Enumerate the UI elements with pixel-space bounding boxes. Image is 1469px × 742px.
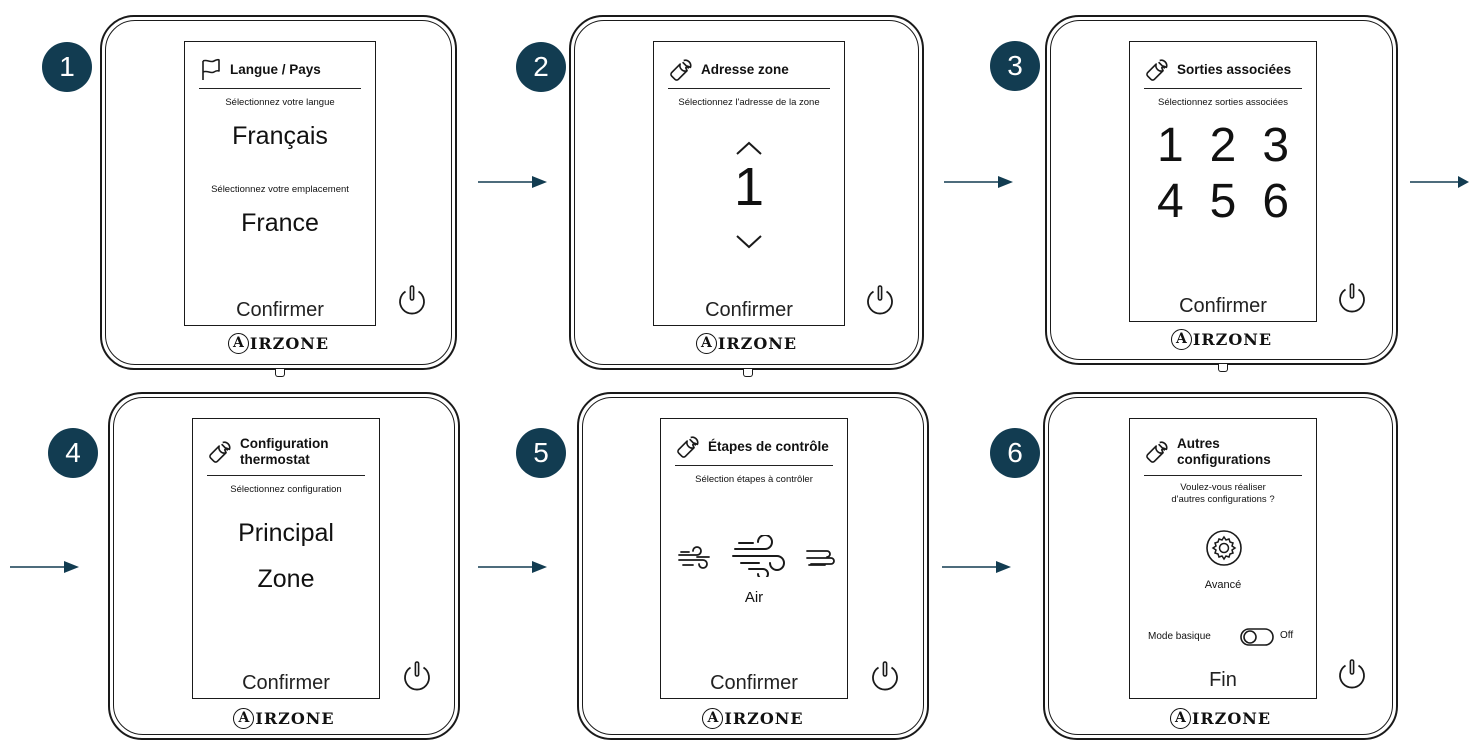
- confirm-button[interactable]: Confirmer: [705, 299, 793, 321]
- thermostat-device: Adresse zone Sélectionnez l'adresse de l…: [569, 15, 924, 377]
- screen-header: Configuration thermostat: [207, 429, 365, 476]
- outputs-grid: 1 2 3 4 5 6: [1144, 118, 1302, 230]
- basic-mode-label: Mode basique: [1148, 631, 1211, 642]
- screen: Configuration thermostat Sélectionnez co…: [192, 418, 380, 699]
- power-icon[interactable]: [868, 659, 902, 693]
- wind-low-icon[interactable]: [677, 545, 713, 571]
- thermostat-device: Langue / Pays Sélectionnez votre langue …: [100, 15, 457, 377]
- step-number-badge: 1: [42, 42, 92, 92]
- thermostat-device: Autres configurations Voulez-vous réalis…: [1043, 392, 1398, 740]
- screen-title: Configuration thermostat: [240, 436, 329, 467]
- confirm-button[interactable]: Confirmer: [242, 672, 330, 694]
- power-icon[interactable]: [400, 659, 434, 693]
- step-number-badge: 5: [516, 428, 566, 478]
- screen-header: Autres configurations: [1144, 429, 1302, 476]
- zone-address-prompt: Sélectionnez l'adresse de la zone: [678, 97, 820, 108]
- screen-header: Sorties associées: [1144, 52, 1302, 89]
- step-number-badge: 4: [48, 428, 98, 478]
- thermostat-device: Étapes de contrôle Sélection étapes à co…: [577, 392, 929, 740]
- configuration-option-principal[interactable]: Principal: [238, 519, 334, 547]
- output-6-button[interactable]: 6: [1262, 175, 1290, 228]
- step-number-badge: 2: [516, 42, 566, 92]
- flag-icon: [199, 58, 223, 82]
- arrow-right-icon: [944, 176, 1013, 188]
- screen-title: Sorties associées: [1177, 62, 1292, 77]
- wind-medium-icon[interactable]: [731, 535, 787, 577]
- output-5-button[interactable]: 5: [1209, 175, 1237, 228]
- basic-mode-state: Off: [1280, 630, 1294, 641]
- wrench-icon: [668, 57, 694, 83]
- language-value[interactable]: Français: [232, 122, 328, 150]
- output-3-button[interactable]: 3: [1262, 119, 1290, 172]
- configuration-option-zone[interactable]: Zone: [257, 565, 315, 593]
- chevron-down-icon[interactable]: [734, 234, 764, 250]
- arrow-right-icon: [478, 176, 547, 188]
- control-stages-prompt: Sélection étapes à contrôler: [695, 474, 813, 485]
- basic-mode-toggle[interactable]: [1240, 627, 1274, 647]
- step-number-badge: 3: [990, 41, 1040, 91]
- thermostat-device: Configuration thermostat Sélectionnez co…: [108, 392, 460, 740]
- output-4-button[interactable]: 4: [1156, 175, 1184, 228]
- power-icon[interactable]: [863, 283, 897, 317]
- output-2-button[interactable]: 2: [1209, 119, 1237, 172]
- screen-title: Langue / Pays: [230, 62, 321, 77]
- screen: Étapes de contrôle Sélection étapes à co…: [660, 418, 848, 699]
- screen: Langue / Pays Sélectionnez votre langue …: [184, 41, 376, 326]
- advanced-option[interactable]: Avancé: [1204, 579, 1242, 591]
- thermostat-device: Sorties associées Sélectionnez sorties a…: [1045, 15, 1398, 372]
- location-value[interactable]: France: [241, 209, 319, 237]
- wrench-icon: [1144, 439, 1170, 465]
- chevron-up-icon[interactable]: [734, 140, 764, 156]
- confirm-button[interactable]: Confirmer: [1179, 295, 1267, 317]
- screen: Autres configurations Voulez-vous réalis…: [1129, 418, 1317, 699]
- confirm-button[interactable]: Confirmer: [710, 672, 798, 694]
- configuration-prompt: Sélectionnez configuration: [230, 484, 342, 495]
- confirm-button[interactable]: Confirmer: [236, 299, 324, 321]
- gear-icon[interactable]: [1205, 529, 1243, 567]
- arrow-right-icon: [942, 561, 1011, 573]
- screen-header: Adresse zone: [668, 52, 830, 89]
- finish-button[interactable]: Fin: [1209, 669, 1237, 691]
- screen-header: Étapes de contrôle: [675, 429, 833, 466]
- zone-address-value: 1: [733, 157, 765, 217]
- power-icon[interactable]: [1335, 281, 1369, 315]
- wrench-icon: [675, 434, 701, 460]
- screen-header: Langue / Pays: [199, 52, 361, 89]
- power-icon[interactable]: [1335, 657, 1369, 691]
- location-prompt: Sélectionnez votre emplacement: [211, 184, 349, 195]
- output-1-button[interactable]: 1: [1156, 119, 1184, 172]
- language-prompt: Sélectionnez votre langue: [225, 97, 335, 108]
- screen-title: Autres configurations: [1177, 436, 1271, 467]
- arrow-right-icon: [478, 561, 547, 573]
- power-icon[interactable]: [395, 283, 429, 317]
- screen-title: Adresse zone: [701, 62, 789, 77]
- wrench-icon: [1144, 57, 1170, 83]
- arrow-right-icon: [1410, 176, 1469, 188]
- wrench-icon: [207, 439, 233, 465]
- control-stage-value: Air: [744, 589, 764, 606]
- screen: Sorties associées Sélectionnez sorties a…: [1129, 41, 1317, 322]
- other-configurations-prompt: Voulez-vous réaliser d'autres configurat…: [1171, 482, 1275, 505]
- step-number-badge: 6: [990, 428, 1040, 478]
- screen-title: Étapes de contrôle: [708, 439, 829, 454]
- screen: Adresse zone Sélectionnez l'adresse de l…: [653, 41, 845, 326]
- wind-high-icon[interactable]: [805, 547, 835, 569]
- arrow-right-icon: [10, 561, 79, 573]
- outputs-prompt: Sélectionnez sorties associées: [1158, 97, 1288, 108]
